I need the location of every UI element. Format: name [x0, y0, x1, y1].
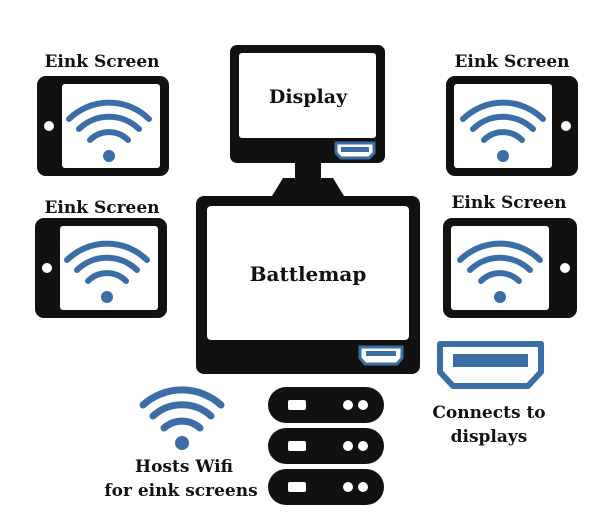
- battlemap-label: Battlemap: [250, 262, 367, 286]
- eink-screen-mid-left: Eink Screen: [35, 198, 167, 318]
- tablet-button: [42, 263, 52, 273]
- wifi-icon: [64, 240, 150, 303]
- eink-screen-label: Eink Screen: [44, 198, 159, 218]
- hdmi-caption-line1: Connects to: [432, 403, 545, 423]
- wifi-icon: [139, 386, 225, 450]
- tablet-button: [44, 121, 54, 131]
- eink-screen-top-left: Eink Screen: [37, 52, 169, 176]
- display-label: Display: [269, 86, 348, 108]
- hdmi-connector-icon: [437, 341, 544, 389]
- display-screen: [239, 53, 376, 138]
- server-rack-icon: [268, 387, 384, 505]
- hdmi-port-icon: [334, 141, 376, 160]
- monitor-stand: [272, 163, 344, 196]
- eink-screen-label: Eink Screen: [451, 193, 566, 213]
- tablet-button: [560, 263, 570, 273]
- wifi-caption-line2: for eink screens: [104, 481, 257, 501]
- battlemap-monitor: Battlemap: [196, 196, 420, 374]
- wifi-icon: [457, 240, 543, 303]
- eink-screen-top-right: Eink Screen: [446, 52, 578, 176]
- eink-screen-label: Eink Screen: [454, 52, 569, 72]
- eink-screen-label: Eink Screen: [44, 52, 159, 72]
- display-monitor: Display: [230, 45, 385, 163]
- hdmi-port-icon: [358, 345, 404, 366]
- hdmi-caption-line2: displays: [451, 427, 528, 447]
- wifi-icon: [460, 99, 546, 162]
- tablet-button: [561, 121, 571, 131]
- eink-screen-mid-right: Eink Screen: [443, 193, 577, 318]
- wifi-icon: [66, 99, 152, 162]
- battlemap-screen: [207, 206, 409, 340]
- wifi-caption-line1: Hosts Wifi: [135, 457, 233, 477]
